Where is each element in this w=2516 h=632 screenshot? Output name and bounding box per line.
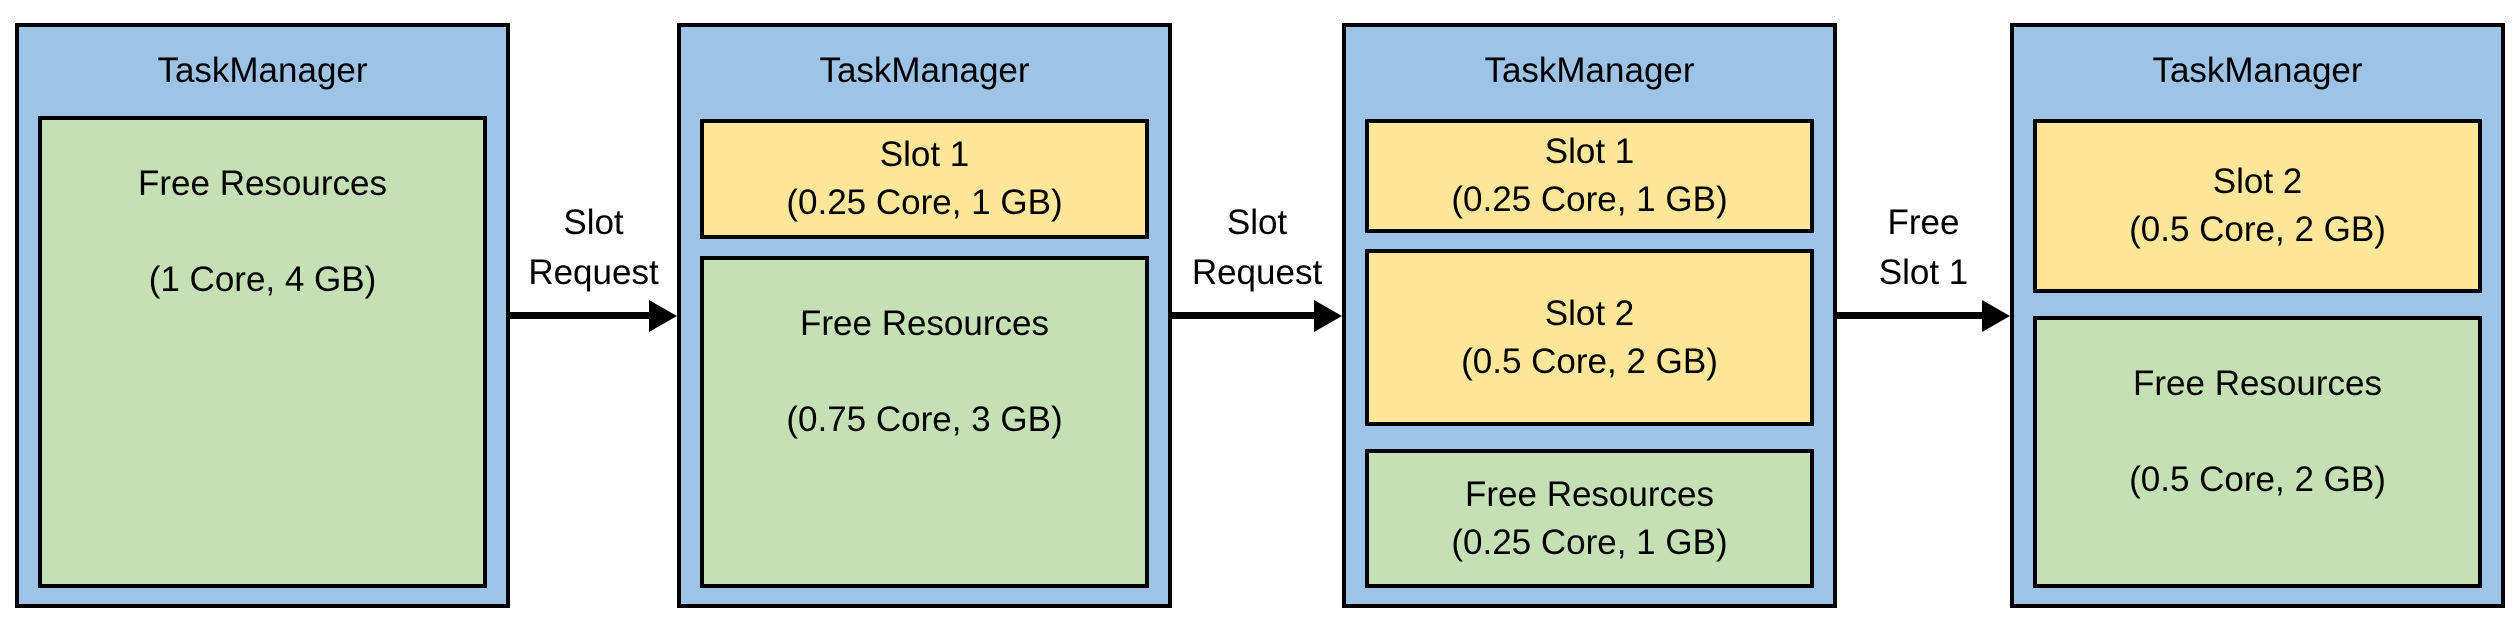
taskmanager-panel-1: TaskManager Free Resources (1 Core, 4 GB… [15,23,510,608]
slot-1-block: Slot 1 (0.25 Core, 1 GB) [700,119,1149,239]
free-resources-block: Free Resources (0.75 Core, 3 GB) [700,256,1149,588]
slot-1-block: Slot 1 (0.25 Core, 1 GB) [1365,119,1814,233]
taskmanager-panel-2: TaskManager Slot 1 (0.25 Core, 1 GB) Fre… [677,23,1172,608]
taskmanager-panel-4: TaskManager Slot 2 (0.5 Core, 2 GB) Free… [2010,23,2505,608]
slot-2-block: Slot 2 (0.5 Core, 2 GB) [1365,249,1814,426]
connector-free-slot-1: Free Slot 1 [1837,23,2010,608]
slot-capacity: (0.5 Core, 2 GB) [2129,210,2386,249]
arrow-line [510,312,653,319]
free-resources-capacity: (0.25 Core, 1 GB) [1451,522,1728,562]
arrow-line [1837,312,1986,319]
slot-2-block: Slot 2 (0.5 Core, 2 GB) [2033,119,2482,293]
arrow-line [1172,312,1318,319]
free-resources-block: Free Resources (0.25 Core, 1 GB) [1365,449,1814,588]
free-resources-label: Free Resources [800,304,1049,343]
connector-label-line2: Slot 1 [1878,253,1969,292]
arrow-right-icon [1314,300,1342,332]
panel-title: TaskManager [157,51,368,90]
slot-capacity: (0.5 Core, 2 GB) [1461,341,1718,381]
connector-slot-request-1: Slot Request [510,23,677,608]
free-resources-block: Free Resources (1 Core, 4 GB) [38,116,487,588]
free-resources-label: Free Resources [138,164,387,203]
free-resources-label: Free Resources [1465,474,1714,514]
free-resources-capacity: (0.75 Core, 3 GB) [786,400,1063,439]
slot-capacity: (0.25 Core, 1 GB) [1451,180,1728,219]
connector-label-line1: Free [1887,203,1960,242]
free-resources-capacity: (1 Core, 4 GB) [148,260,377,299]
free-resources-label: Free Resources [2133,364,2382,403]
connector-label: Free Slot 1 [1837,198,2010,298]
slot-label: Slot 1 [879,135,970,174]
connector-label-line2: Request [1191,253,1323,292]
slot-label: Slot 2 [1544,293,1635,333]
connector-label-line1: Slot [563,203,624,242]
slot-capacity: (0.25 Core, 1 GB) [786,183,1063,222]
connector-label: Slot Request [510,198,677,298]
slot-label: Slot 1 [1544,132,1635,171]
connector-label: Slot Request [1172,198,1342,298]
panel-title: TaskManager [1484,51,1695,90]
arrow-right-icon [1982,300,2010,332]
connector-label-line1: Slot [1226,203,1288,242]
panel-title: TaskManager [819,51,1030,90]
panel-title: TaskManager [2152,51,2363,90]
slot-label: Slot 2 [2212,162,2303,201]
free-resources-block: Free Resources (0.5 Core, 2 GB) [2033,316,2482,588]
connector-slot-request-2: Slot Request [1172,23,1342,608]
free-resources-capacity: (0.5 Core, 2 GB) [2129,460,2386,499]
taskmanager-panel-3: TaskManager Slot 1 (0.25 Core, 1 GB) Slo… [1342,23,1837,608]
arrow-right-icon [649,300,677,332]
connector-label-line2: Request [528,253,659,292]
